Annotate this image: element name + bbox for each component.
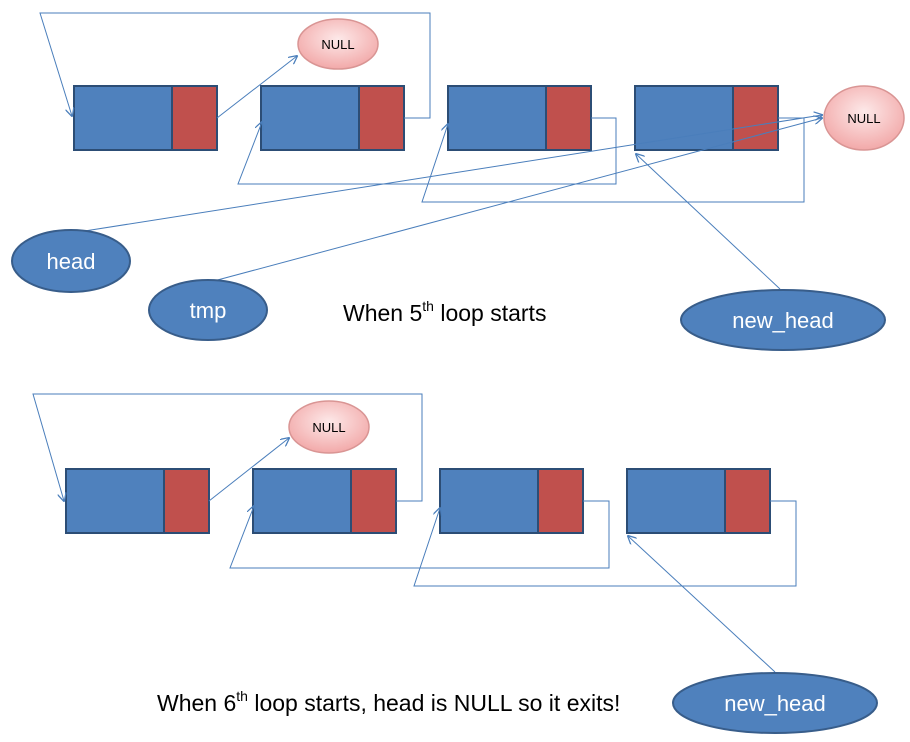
arrow-node4-to-node3 <box>421 117 805 203</box>
pointer-arrows <box>32 393 797 673</box>
head-label: head <box>47 249 96 274</box>
tmp-pointer: tmp <box>148 279 268 341</box>
arrow-node1-to-null <box>208 438 289 502</box>
node-data-cell <box>634 85 734 151</box>
arrow-head-to-null <box>71 115 822 234</box>
node-data-cell <box>73 85 173 151</box>
node-next-cell <box>358 85 405 151</box>
arrow-node4-to-node3 <box>413 500 797 587</box>
null-label: NULL <box>847 111 880 126</box>
node-next-cell <box>350 468 397 534</box>
arrow-node3-to-node2 <box>229 500 610 569</box>
list-node-2 <box>252 468 397 534</box>
node-data-cell <box>447 85 547 151</box>
node-data-cell <box>260 85 360 151</box>
arrow-node3-to-node2 <box>237 117 617 185</box>
node-next-cell <box>171 85 218 151</box>
null-marker-top: NULL <box>288 400 370 454</box>
node-next-cell <box>545 85 592 151</box>
caption-fifth-loop: When 5th loop starts <box>343 298 546 326</box>
node-data-cell <box>626 468 726 534</box>
new-head-label: new_head <box>724 691 826 716</box>
tmp-label: tmp <box>190 298 227 323</box>
arrow-node1-to-null <box>216 56 297 119</box>
arrow-node2-to-node1 <box>39 12 431 119</box>
new-head-label: new_head <box>732 308 834 333</box>
new-head-pointer: new_head <box>672 672 878 734</box>
pointer-arrows <box>39 12 822 290</box>
list-node-2 <box>260 85 405 151</box>
diagram-sixth-loop: NULL new_head When 6th loop starts, head… <box>32 393 878 734</box>
node-next-cell <box>537 468 584 534</box>
node-data-cell <box>439 468 539 534</box>
arrow-new-head-to-node4 <box>636 154 781 290</box>
node-next-cell <box>724 468 771 534</box>
null-label: NULL <box>312 420 345 435</box>
list-node-4 <box>634 85 779 151</box>
node-next-cell <box>163 468 210 534</box>
list-node-4 <box>626 468 771 534</box>
arrow-node2-to-node1 <box>32 393 423 501</box>
diagram-fifth-loop: NULL NULL head <box>11 12 905 351</box>
head-pointer: head <box>11 229 131 293</box>
new-head-pointer: new_head <box>680 289 886 351</box>
node-data-cell <box>252 468 352 534</box>
list-node-1 <box>73 85 218 151</box>
null-marker-top: NULL <box>297 18 379 70</box>
list-node-3 <box>439 468 584 534</box>
null-marker-right: NULL <box>823 85 905 151</box>
arrow-new-head-to-node4 <box>628 536 776 673</box>
list-node-3 <box>447 85 592 151</box>
node-data-cell <box>65 468 165 534</box>
null-label: NULL <box>321 37 354 52</box>
arrow-tmp-to-null <box>209 118 822 283</box>
list-node-1 <box>65 468 210 534</box>
caption-sixth-loop: When 6th loop starts, head is NULL so it… <box>157 688 620 716</box>
